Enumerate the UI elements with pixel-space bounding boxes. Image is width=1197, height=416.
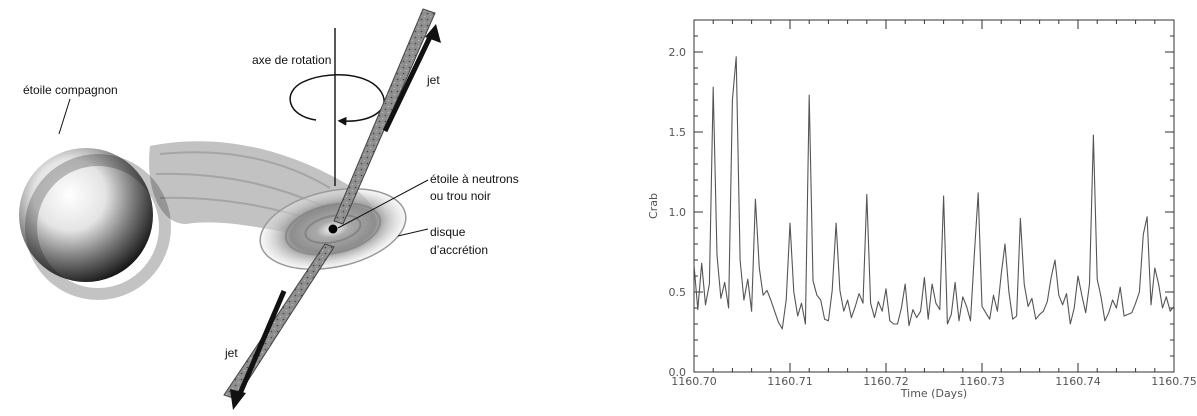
y-tick-label: 0.5 bbox=[669, 286, 687, 299]
rotation-ellipse-arrow bbox=[289, 74, 385, 126]
y-tick-label: 0.0 bbox=[669, 366, 687, 379]
upper-jet bbox=[333, 8, 436, 225]
companion-star bbox=[19, 148, 153, 282]
plot-frame bbox=[693, 19, 1175, 373]
y-tick-label: 1.0 bbox=[669, 206, 687, 219]
y-axis-label: Crab bbox=[647, 193, 660, 219]
companion-label-leader bbox=[58, 98, 71, 135]
lower-jet-arrow-head bbox=[230, 389, 246, 410]
compact-object bbox=[328, 224, 338, 234]
rotation-axis-label: axe de rotation bbox=[252, 53, 331, 67]
x-tick-label: 1160.70 bbox=[671, 375, 717, 388]
chart-svg: 1160.70 1160.71 1160.72 1160.73 1160.74 1160.… bbox=[647, 19, 1197, 400]
x-tick-label: 1160.73 bbox=[959, 375, 1005, 388]
companion-star-shadow bbox=[25, 154, 171, 300]
diagram-svg: étoile compagnon axe de rotation jet éto… bbox=[19, 8, 519, 410]
x-tick-label: 1160.72 bbox=[863, 375, 909, 388]
y-tick-label: 2.0 bbox=[669, 46, 687, 59]
binary-system-diagram: étoile compagnon axe de rotation jet éto… bbox=[19, 8, 519, 410]
lower-jet-label: jet bbox=[224, 346, 238, 360]
accretion-disk-label-line-2: d’accrétion bbox=[430, 243, 488, 257]
lower-jet-arrow-line bbox=[236, 290, 287, 397]
x-tick-label: 1160.71 bbox=[767, 375, 813, 388]
disk-label-leader bbox=[397, 228, 429, 237]
upper-jet-label: jet bbox=[426, 73, 440, 87]
compact-object-label-leader bbox=[337, 179, 429, 229]
upper-jet-arrow-line bbox=[382, 35, 433, 133]
x-tick-label: 1160.74 bbox=[1055, 375, 1101, 388]
x-axis-label: Time (Days) bbox=[900, 387, 967, 400]
light-curve-line bbox=[693, 56, 1175, 330]
upper-jet-arrow-head bbox=[425, 24, 441, 43]
compact-object-label-line-2: ou trou noir bbox=[430, 189, 491, 203]
light-curve-chart: 1160.70 1160.71 1160.72 1160.73 1160.74 1160.… bbox=[600, 0, 1197, 416]
lower-jet bbox=[223, 243, 335, 400]
accretion-disk-label-line-1: disque bbox=[430, 225, 466, 239]
compact-object-label-line-1: étoile à neutrons bbox=[430, 172, 519, 186]
companion-star-label: étoile compagnon bbox=[23, 83, 118, 97]
accretion-disk-ring-2 bbox=[304, 214, 362, 244]
x-tick-label: 1160.75 bbox=[1151, 375, 1197, 388]
y-tick-label: 1.5 bbox=[669, 126, 687, 139]
accretion-disk-ring-1 bbox=[284, 202, 382, 256]
